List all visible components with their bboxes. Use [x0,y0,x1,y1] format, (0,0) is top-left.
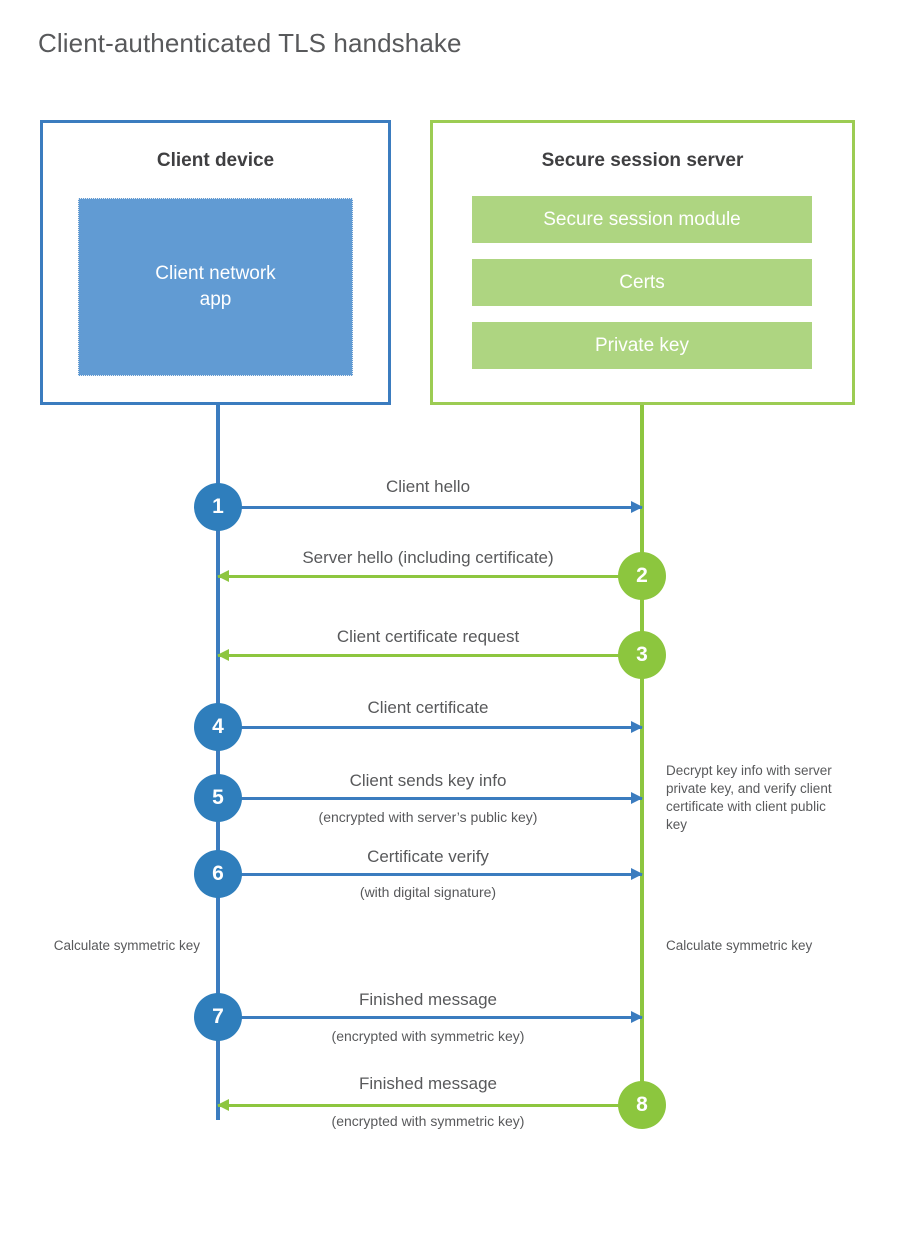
page-title: Client-authenticated TLS handshake [38,28,462,58]
client-app-label-line2: app [199,289,232,310]
step-8-label: Finished message [359,1074,497,1093]
step-6-arrow [218,868,643,880]
arrow-head-left-icon [217,570,229,582]
step-4-badge[interactable]: 4 [194,703,242,751]
client-app-label-line1: Client network [155,263,276,284]
arrow-head-right-icon [631,792,643,804]
client-calculate-symmetric-key-annotation: Calculate symmetric key [53,938,200,953]
step-4-label: Client certificate [367,698,489,717]
step-7-badge[interactable]: 7 [194,993,242,1041]
step-7-label: Finished message [359,990,497,1009]
step-6-sublabel: (with digital signature) [359,884,497,900]
step-3-badge[interactable]: 3 [618,631,666,679]
server-module-label: Secure session module [543,208,741,230]
secure-session-server-title: Secure session server [541,150,744,171]
client-device-box: Client device Client network app [40,120,391,405]
client-device-title: Client device [156,150,275,171]
step-5-sublabel: (encrypted with server’s public key) [318,809,538,825]
server-lifeline [640,405,644,1105]
server-module-label: Private key [595,334,689,356]
arrow-head-left-icon [217,1099,229,1111]
client-lifeline [216,405,220,1120]
step-6-label: Certificate verify [367,847,489,866]
step-5-label: Client sends key info [349,771,507,790]
server-calculate-symmetric-key-annotation: Calculate symmetric key [666,938,813,953]
arrow-head-right-icon [631,721,643,733]
client-network-app-block: Client network app [78,198,353,376]
arrow-head-right-icon [631,868,643,880]
server-module-label: Certs [619,271,665,293]
step-8-sublabel: (encrypted with symmetric key) [331,1113,525,1129]
arrow-head-right-icon [631,1011,643,1023]
step-5-arrow [218,792,643,804]
secure-session-server-box: Secure session server Secure session mod… [430,120,855,405]
step-6-badge[interactable]: 6 [194,850,242,898]
step-8-badge[interactable]: 8 [618,1081,666,1129]
step-3-label: Client certificate request [336,627,520,646]
step-7-sublabel: (encrypted with symmetric key) [331,1028,525,1044]
arrow-head-left-icon [217,649,229,661]
step-1-badge[interactable]: 1 [194,483,242,531]
server-module-private-key: Private key [472,322,812,369]
arrow-head-right-icon [631,501,643,513]
server-module-certs: Certs [472,259,812,306]
client-network-app-label: Client network app [155,261,275,313]
step-5-badge[interactable]: 5 [194,774,242,822]
step-2-arrow [217,570,642,582]
step-2-badge[interactable]: 2 [618,552,666,600]
step-4-arrow [218,721,643,733]
step-8-arrow [217,1099,642,1111]
step-7-arrow [218,1011,643,1023]
step-1-arrow [218,501,643,513]
server-module-secure-session-module: Secure session module [472,196,812,243]
step-1-label: Client hello [385,477,471,496]
step-2-label: Server hello (including certificate) [302,548,554,567]
server-decrypt-annotation: Decrypt key info with server private key… [666,763,832,832]
step-3-arrow [217,649,642,661]
